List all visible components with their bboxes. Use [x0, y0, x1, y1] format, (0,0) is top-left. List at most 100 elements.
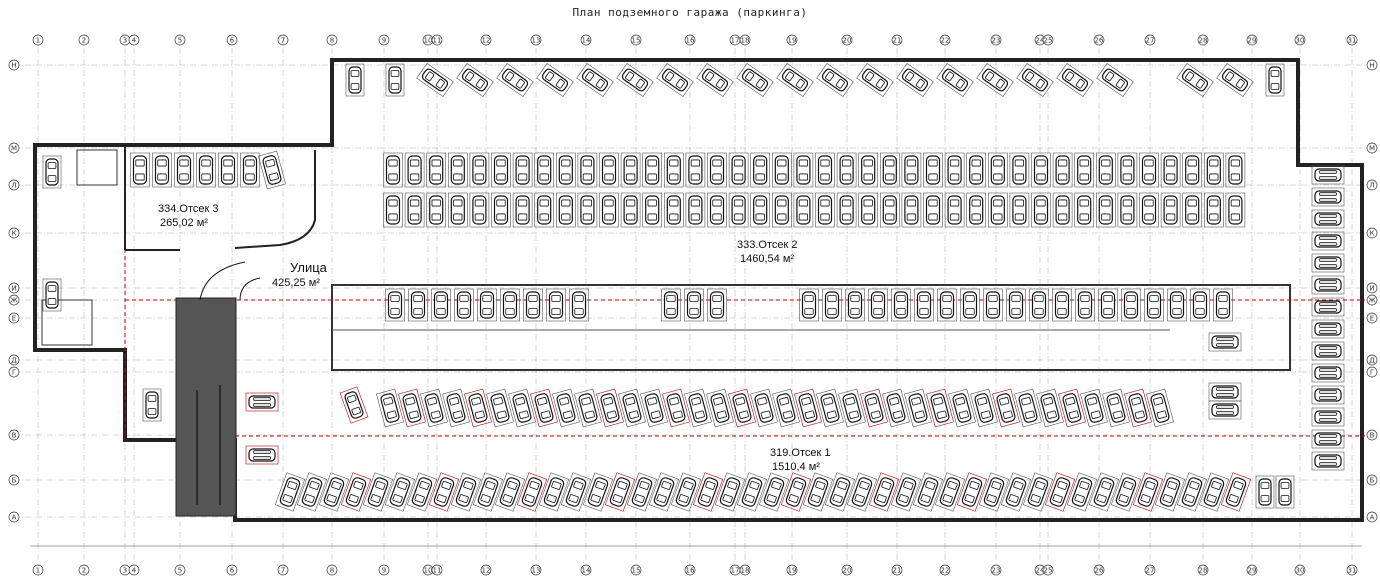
parking-space [406, 472, 438, 512]
car-icon [1314, 212, 1342, 226]
car-icon [367, 477, 389, 507]
axis-bubble [8, 282, 20, 294]
axis-label: 31 [1348, 37, 1357, 45]
car-icon [985, 291, 1001, 319]
axis-bubble [128, 564, 140, 576]
parking-space [728, 192, 749, 228]
parking-space [1075, 288, 1095, 322]
parking-space [42, 155, 62, 189]
parking-space [1144, 288, 1164, 322]
parking-space [1031, 152, 1051, 188]
car-icon [1314, 388, 1342, 402]
parking-space [912, 472, 944, 512]
car-icon [1314, 366, 1342, 380]
car-icon [829, 477, 851, 507]
parking-space [618, 388, 646, 428]
parking-space [1121, 288, 1141, 322]
axis-label: 18 [741, 37, 750, 45]
car-icon [1181, 477, 1203, 507]
car-icon [525, 291, 541, 319]
car-icon [1185, 195, 1200, 225]
parking-space [1275, 475, 1295, 509]
parking-space [685, 192, 706, 228]
ramp [175, 297, 237, 517]
parking-space [1154, 472, 1186, 512]
car-icon [916, 291, 932, 319]
parking-space [442, 388, 470, 428]
car-icon [248, 395, 276, 409]
car-icon [1228, 155, 1243, 185]
car-icon [1137, 477, 1159, 507]
axis-label: 14 [582, 37, 591, 45]
parking-space [1096, 63, 1134, 97]
parking-space [385, 63, 405, 97]
car-icon [385, 155, 401, 185]
car-icon [493, 195, 509, 225]
car-icon [407, 195, 422, 225]
parking-space [1225, 192, 1246, 228]
car-icon [851, 477, 873, 507]
car-icon [731, 155, 746, 185]
parking-space [661, 288, 681, 322]
axis-label: 13 [532, 37, 541, 45]
axis-bubble [326, 34, 338, 46]
parking-space [1052, 152, 1073, 188]
parking-space [604, 472, 636, 512]
car-icon [580, 155, 595, 185]
axis-label: Л [1369, 182, 1374, 190]
axis-bubble [32, 34, 44, 46]
axis-label: М [11, 145, 17, 153]
parking-space [245, 392, 279, 412]
axis-label: Е [12, 315, 16, 323]
axis-bubble [1366, 59, 1378, 71]
parking-space [1139, 152, 1159, 188]
car-icon [242, 155, 258, 185]
car-icon [558, 155, 573, 185]
axis-label: 16 [686, 37, 695, 45]
car-icon [609, 477, 631, 507]
car-icon [45, 281, 59, 309]
car-icon [556, 393, 576, 423]
parking-space [879, 152, 900, 188]
parking-space [1139, 192, 1159, 228]
parking-space [1009, 192, 1030, 228]
car-icon [1211, 385, 1239, 399]
axis-label: 12 [482, 37, 491, 45]
car-icon [882, 195, 897, 225]
axis-bubble [1366, 142, 1378, 154]
car-icon [817, 155, 833, 185]
parking-space [469, 152, 490, 188]
axis-label: 28 [1199, 37, 1208, 45]
axis-bubble [1246, 34, 1258, 46]
car-icon [974, 393, 994, 423]
car-icon [543, 477, 565, 507]
parking-space [856, 63, 894, 97]
parking-space [1208, 400, 1242, 420]
axis-label: 5 [178, 37, 182, 45]
parking-space [976, 63, 1014, 97]
car-icon [472, 195, 487, 225]
car-icon [421, 68, 449, 92]
parking-space [404, 152, 425, 188]
car-icon [1101, 68, 1129, 92]
stair-left [76, 149, 118, 186]
car-icon [644, 393, 664, 423]
axis-label: 9 [382, 37, 386, 45]
car-icon [796, 195, 811, 225]
parking-space [684, 288, 704, 322]
axis-label: Д [1369, 357, 1375, 365]
parking-space [1016, 63, 1054, 97]
parking-space [858, 192, 879, 228]
parking-space [956, 472, 988, 512]
parking-space [1080, 388, 1108, 428]
axis-label: И [11, 285, 16, 293]
parking-space [534, 192, 555, 228]
axis-bubble [1366, 227, 1378, 239]
axis-bubble [990, 564, 1002, 576]
axis-bubble [739, 34, 751, 46]
axis-bubble [277, 564, 289, 576]
axis-label: 9 [382, 567, 386, 575]
axis-bubble [630, 34, 642, 46]
axis-bubble [1366, 179, 1378, 191]
car-icon [1206, 155, 1221, 185]
